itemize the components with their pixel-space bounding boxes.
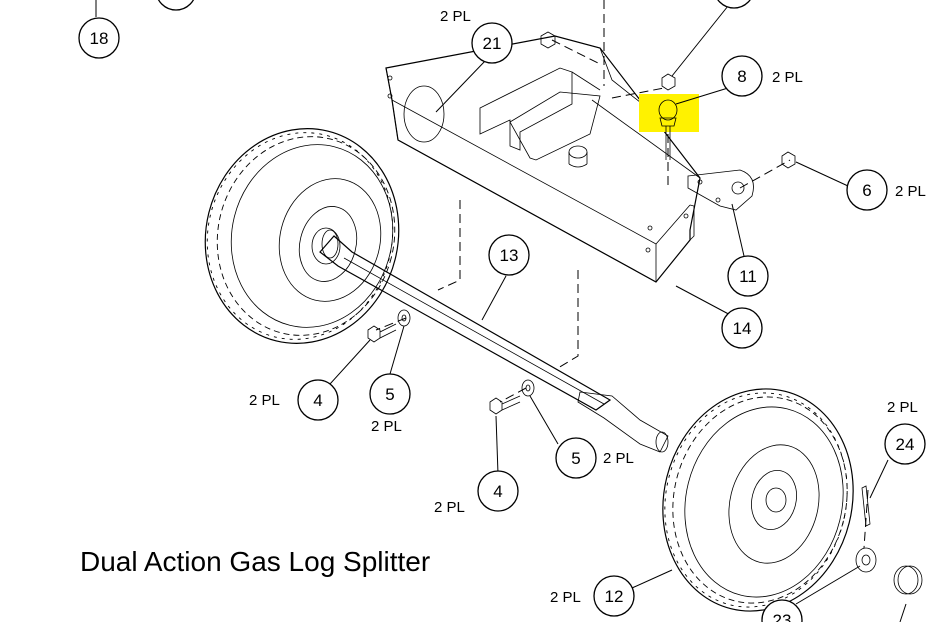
- quantity-note: 2 PL: [249, 392, 280, 409]
- quantity-note: 2 PL: [434, 499, 465, 516]
- callout-label: 23: [773, 611, 792, 622]
- alignment-lines: [375, 0, 869, 549]
- callout-label: 13: [500, 246, 519, 265]
- callout-label: 18: [90, 29, 109, 48]
- callout-label: 8: [737, 67, 746, 86]
- callout-24: 24: [884, 423, 926, 465]
- callout-14: 14: [721, 307, 763, 349]
- callout-18: 18: [78, 17, 120, 59]
- callout-8: 8: [721, 55, 763, 97]
- quantity-note: 2 PL: [772, 69, 803, 86]
- callout-label: 5: [385, 385, 394, 404]
- callout-partial-top-left: [157, 0, 195, 11]
- callout-label: 4: [313, 391, 322, 410]
- callout-label: 21: [483, 34, 502, 53]
- frame-part-14: [385, 35, 701, 283]
- callout-label: 24: [896, 435, 915, 454]
- callout-11: 11: [727, 255, 769, 297]
- hardware-parts: [367, 31, 923, 595]
- left-wheel: [204, 128, 400, 344]
- callout-6: 6: [846, 169, 888, 211]
- callout-21: 21: [471, 22, 513, 64]
- quantity-note: 2 PL: [895, 183, 926, 200]
- callout-label: 11: [739, 267, 757, 286]
- quantity-note: 2 PL: [603, 450, 634, 467]
- callout-12: 12: [593, 575, 635, 617]
- callout-13: 13: [488, 234, 530, 276]
- quantity-note: 2 PL: [887, 399, 918, 416]
- quantity-note: 2 PL: [440, 8, 471, 25]
- right-wheel: [662, 388, 854, 612]
- callout-label: 14: [733, 319, 752, 338]
- callout-5-left: 5: [369, 373, 411, 415]
- quantity-note: 2 PL: [550, 589, 581, 606]
- axle-part-13: [319, 229, 669, 453]
- callout-label: 12: [605, 587, 624, 606]
- callout-5-right: 5: [555, 437, 597, 479]
- callout-4-right: 4: [477, 470, 519, 512]
- callout-4-left: 4: [297, 379, 339, 421]
- callout-label: 5: [571, 449, 580, 468]
- highlighted-grease-fitting: [639, 94, 699, 160]
- callout-label: 4: [493, 482, 502, 501]
- callout-label: 6: [862, 181, 871, 200]
- callout-23: 23: [761, 599, 803, 622]
- diagram-title: Dual Action Gas Log Splitter: [80, 546, 431, 577]
- callout-partial-top-right: [717, 0, 751, 9]
- leader-lines: [95, 0, 907, 622]
- quantity-note: 2 PL: [371, 418, 402, 435]
